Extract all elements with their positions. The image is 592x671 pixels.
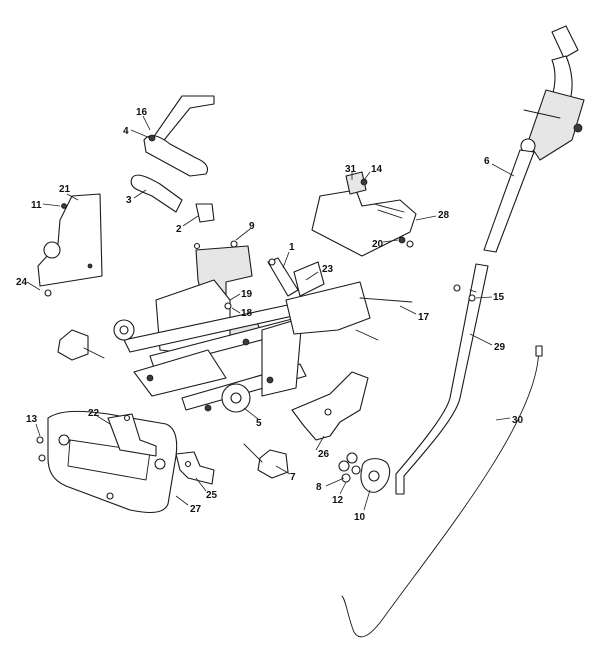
callout-5: 5 (256, 418, 262, 429)
callout-12: 12 (332, 495, 344, 506)
fasteners (36, 203, 476, 500)
part-bracket-22 (107, 413, 157, 457)
part-upper-handle (483, 25, 585, 253)
callout-22: 22 (88, 408, 100, 419)
part-bracket-25 (175, 451, 215, 485)
callout-2: 2 (176, 224, 182, 235)
part-knob-7 (243, 443, 289, 479)
callout-24: 24 (16, 277, 28, 288)
callout-8: 8 (316, 482, 322, 493)
part-left-knob (57, 329, 105, 361)
callout-6: 6 (484, 156, 490, 167)
part-cable (341, 345, 543, 638)
leader-lines (26, 115, 515, 511)
callout-14: 14 (371, 164, 383, 175)
part-side-plate-21 (37, 193, 103, 287)
callout-29: 29 (494, 342, 506, 353)
callout-16: 16 (136, 107, 148, 118)
callout-11: 11 (31, 200, 42, 211)
callout-labels: 1 2 3 4 5 6 7 8 9 10 11 12 13 14 15 16 1… (16, 107, 524, 523)
part-plate-26 (291, 371, 369, 441)
part-plate-28 (311, 171, 417, 257)
callout-7: 7 (290, 472, 296, 483)
callout-28: 28 (438, 210, 450, 221)
part-lower-rod (395, 263, 489, 495)
part-main-chassis (113, 245, 413, 413)
callout-31: 31 (345, 164, 357, 175)
callout-4: 4 (123, 126, 129, 137)
callout-9: 9 (249, 221, 255, 232)
callout-19: 19 (241, 289, 253, 300)
callout-13: 13 (26, 414, 38, 425)
callout-17: 17 (418, 312, 430, 323)
callout-25: 25 (206, 490, 218, 501)
callout-3: 3 (126, 195, 132, 206)
callout-18: 18 (241, 308, 253, 319)
callout-20: 20 (372, 239, 384, 250)
callout-26: 26 (318, 449, 330, 460)
callout-1: 1 (289, 242, 295, 253)
callout-23: 23 (322, 264, 334, 275)
part-tube-and-clip (130, 174, 215, 223)
callout-27: 27 (190, 504, 202, 515)
part-hub (338, 452, 391, 493)
callout-10: 10 (354, 512, 366, 523)
callout-15: 15 (493, 292, 505, 303)
part-pedal (143, 95, 215, 177)
callout-30: 30 (512, 415, 524, 426)
part-bumper-27 (47, 410, 178, 514)
callout-21: 21 (59, 184, 71, 195)
